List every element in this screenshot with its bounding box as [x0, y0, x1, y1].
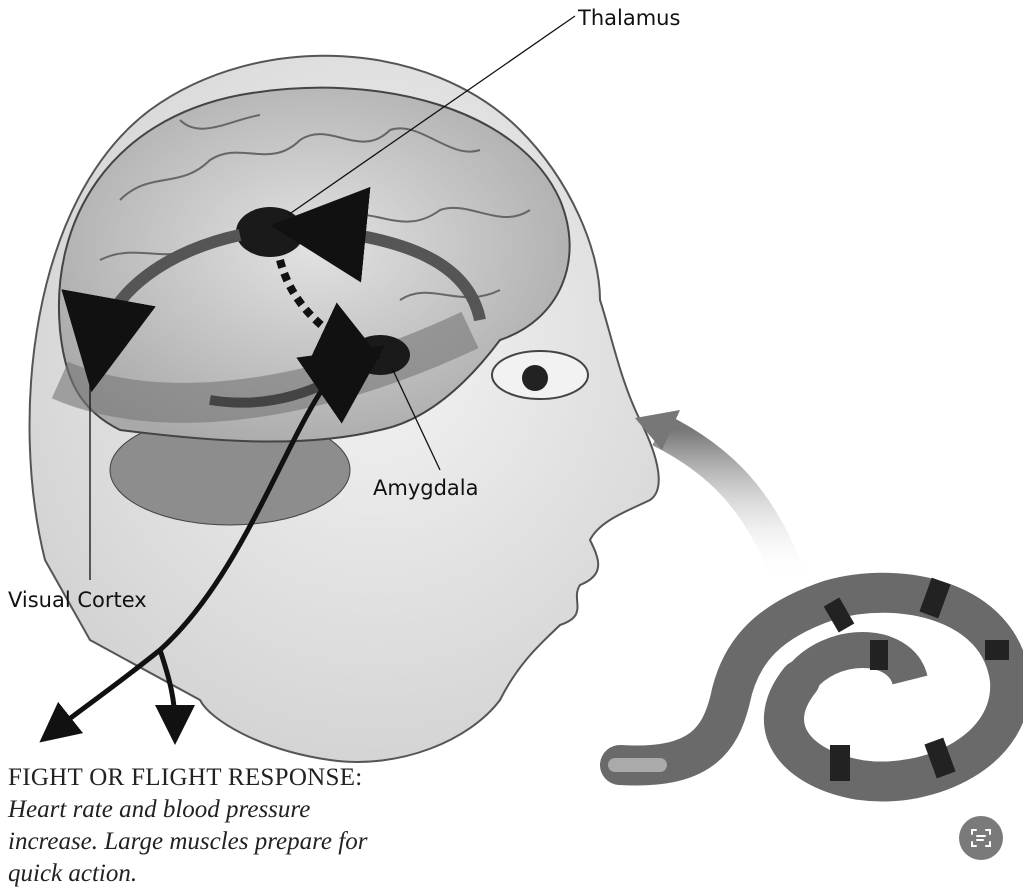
caption-heading: FIGHT OR FLIGHT RESPONSE: [8, 764, 363, 791]
thalamus-to-amygdala-arrow [276, 258, 381, 361]
thalamus-label: Thalamus [578, 6, 681, 30]
snake-to-eye-arrow [652, 414, 806, 587]
thalamus-leader-line [287, 15, 576, 216]
snake [600, 572, 1023, 802]
thalamus-to-cortex-arrow [61, 229, 242, 393]
caption: FIGHT OR FLIGHT RESPONSE: Heart rate and… [8, 762, 368, 890]
cortex-to-amygdala-arrow [209, 345, 385, 424]
thalamus-marker [236, 207, 304, 257]
scan-text-icon [971, 829, 991, 847]
amygdala-leader-line [391, 367, 441, 471]
scan-text-button[interactable] [959, 816, 1003, 860]
eye-to-thalamus-arrow [270, 186, 486, 322]
amygdala-label: Amygdala [373, 476, 479, 500]
visual-cortex-label: Visual Cortex [8, 588, 147, 612]
amygdala-marker [350, 335, 410, 375]
amygdala-output-arrow-right [154, 649, 195, 745]
amygdala-output-arrow-left [39, 347, 362, 743]
caption-body: Heart rate and blood pressure increase. … [8, 796, 368, 887]
